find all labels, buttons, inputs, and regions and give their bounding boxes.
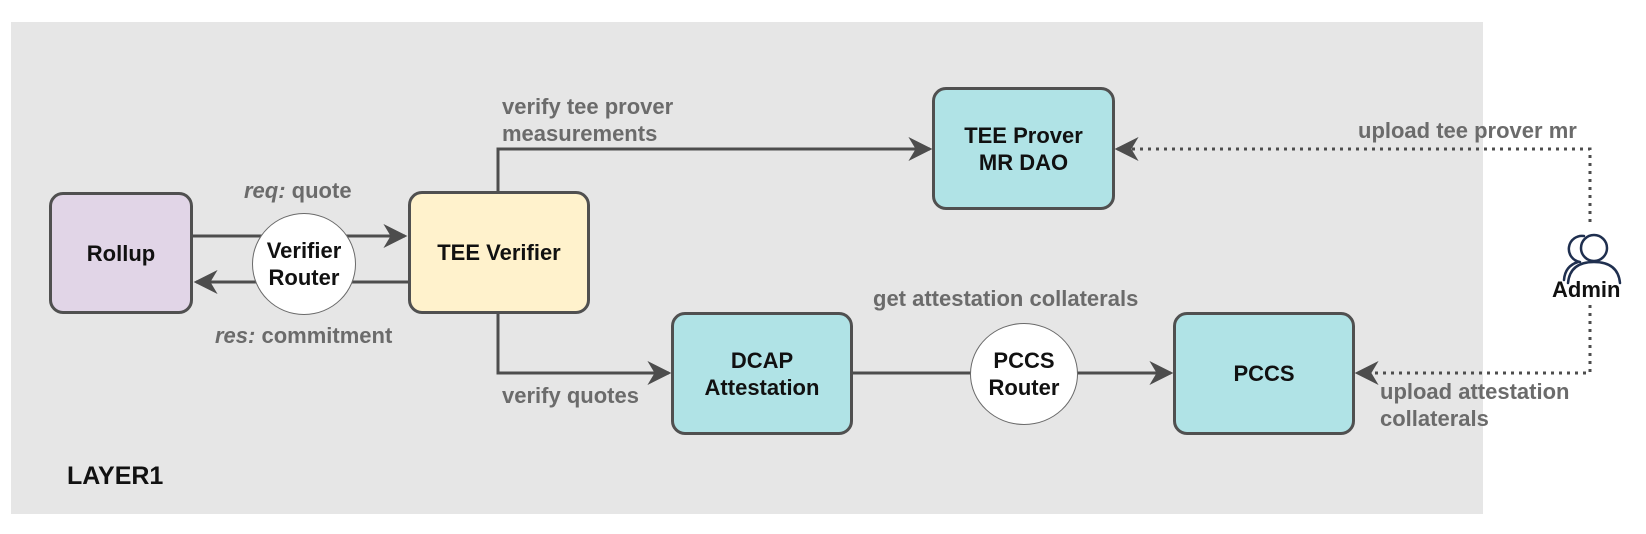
edge-label-verify-measurements: verify tee prover measurements <box>502 94 674 146</box>
pccs-router-node: PCCS Router <box>970 323 1078 425</box>
layer-title: LAYER1 <box>67 462 164 490</box>
verifier-router-label: Verifier Router <box>266 238 342 290</box>
dcap-attestation-node: DCAP Attestation <box>671 312 853 435</box>
tee-prover-mr-dao-label: TEE Prover MR DAO <box>964 122 1083 175</box>
edge-upload-mr <box>1114 137 1592 222</box>
edge-label-verify-quotes: verify quotes <box>502 383 639 408</box>
edge-label-get-collaterals: get attestation collaterals <box>873 286 1139 311</box>
tee-verifier-node: TEE Verifier <box>408 191 590 314</box>
user-group-icon <box>1562 233 1622 285</box>
dcap-attestation-label: DCAP Attestation <box>704 347 820 400</box>
pccs-router-label: PCCS Router <box>988 348 1060 400</box>
admin-label: Admin <box>1552 277 1621 302</box>
edge-upload-collaterals <box>1354 305 1592 385</box>
edge-label-response: res: commitment <box>215 322 392 349</box>
verifier-router-node: Verifier Router <box>252 213 356 315</box>
tee-prover-mr-dao-node: TEE Prover MR DAO <box>932 87 1115 210</box>
edge-label-request: req: quote <box>244 177 352 204</box>
edge-label-upload-collaterals: upload attestation collaterals <box>1380 379 1570 431</box>
request-prefix: req: <box>244 178 286 203</box>
rollup-label: Rollup <box>86 240 156 266</box>
pccs-label: PCCS <box>1233 361 1295 386</box>
rollup-node: Rollup <box>49 192 193 314</box>
pccs-node: PCCS <box>1173 312 1355 435</box>
response-text: commitment <box>255 323 393 348</box>
response-prefix: res: <box>215 323 256 348</box>
edge-verify-measurements <box>496 137 933 191</box>
request-text: quote <box>285 178 352 203</box>
edge-label-upload-mr: upload tee prover mr <box>1358 118 1577 143</box>
edge-verify-quotes <box>496 313 672 385</box>
tee-verifier-label: TEE Verifier <box>437 240 561 265</box>
